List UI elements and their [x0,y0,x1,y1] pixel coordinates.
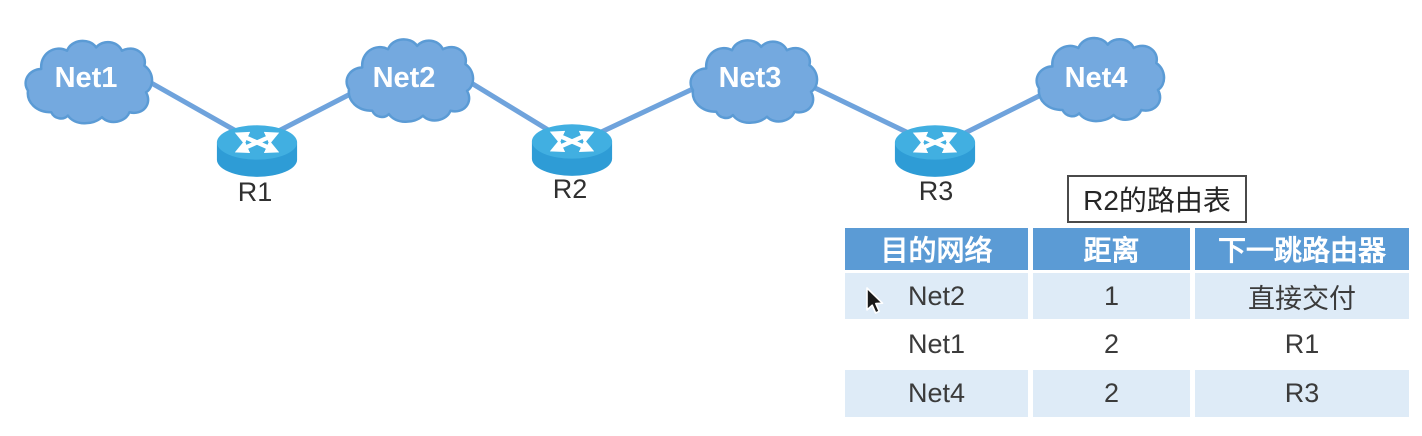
router-r2-label: R2 [553,174,588,204]
router-r1 [217,125,297,177]
link-r3-net4 [958,88,1052,138]
routing-table: 目的网络 距离 下一跳路由器 Net2 1 直接交付 Net1 2 R1 Net… [845,228,1409,417]
header-next-hop: 下一跳路由器 [1195,228,1409,270]
router-r1-label: R1 [238,177,273,207]
row0-distance: 1 [1033,273,1190,319]
cloud-net4-label: Net4 [1065,62,1128,94]
router-r2 [532,124,612,176]
row2-dest-network: Net4 [845,370,1028,417]
row2-next-hop: R3 [1195,370,1409,417]
header-dest-network: 目的网络 [845,228,1028,270]
routing-table-title-text: R2的路由表 [1083,185,1231,216]
routing-table-title: R2的路由表 [1067,175,1247,223]
row1-dest-network: Net1 [845,322,1028,367]
row1-distance: 2 [1033,322,1190,367]
cloud-net3-label: Net3 [719,62,782,94]
row1-next-hop: R1 [1195,322,1409,367]
cloud-net2-label: Net2 [373,62,436,94]
mouse-cursor-icon [866,287,884,314]
router-r3-label: R3 [919,176,954,206]
header-distance: 距离 [1033,228,1190,270]
link-r2-net3 [594,84,700,137]
cloud-net1-label: Net1 [55,62,118,94]
row0-next-hop: 直接交付 [1195,273,1409,319]
row2-distance: 2 [1033,370,1190,417]
router-r3 [895,125,975,177]
link-net3-r3 [808,83,926,143]
